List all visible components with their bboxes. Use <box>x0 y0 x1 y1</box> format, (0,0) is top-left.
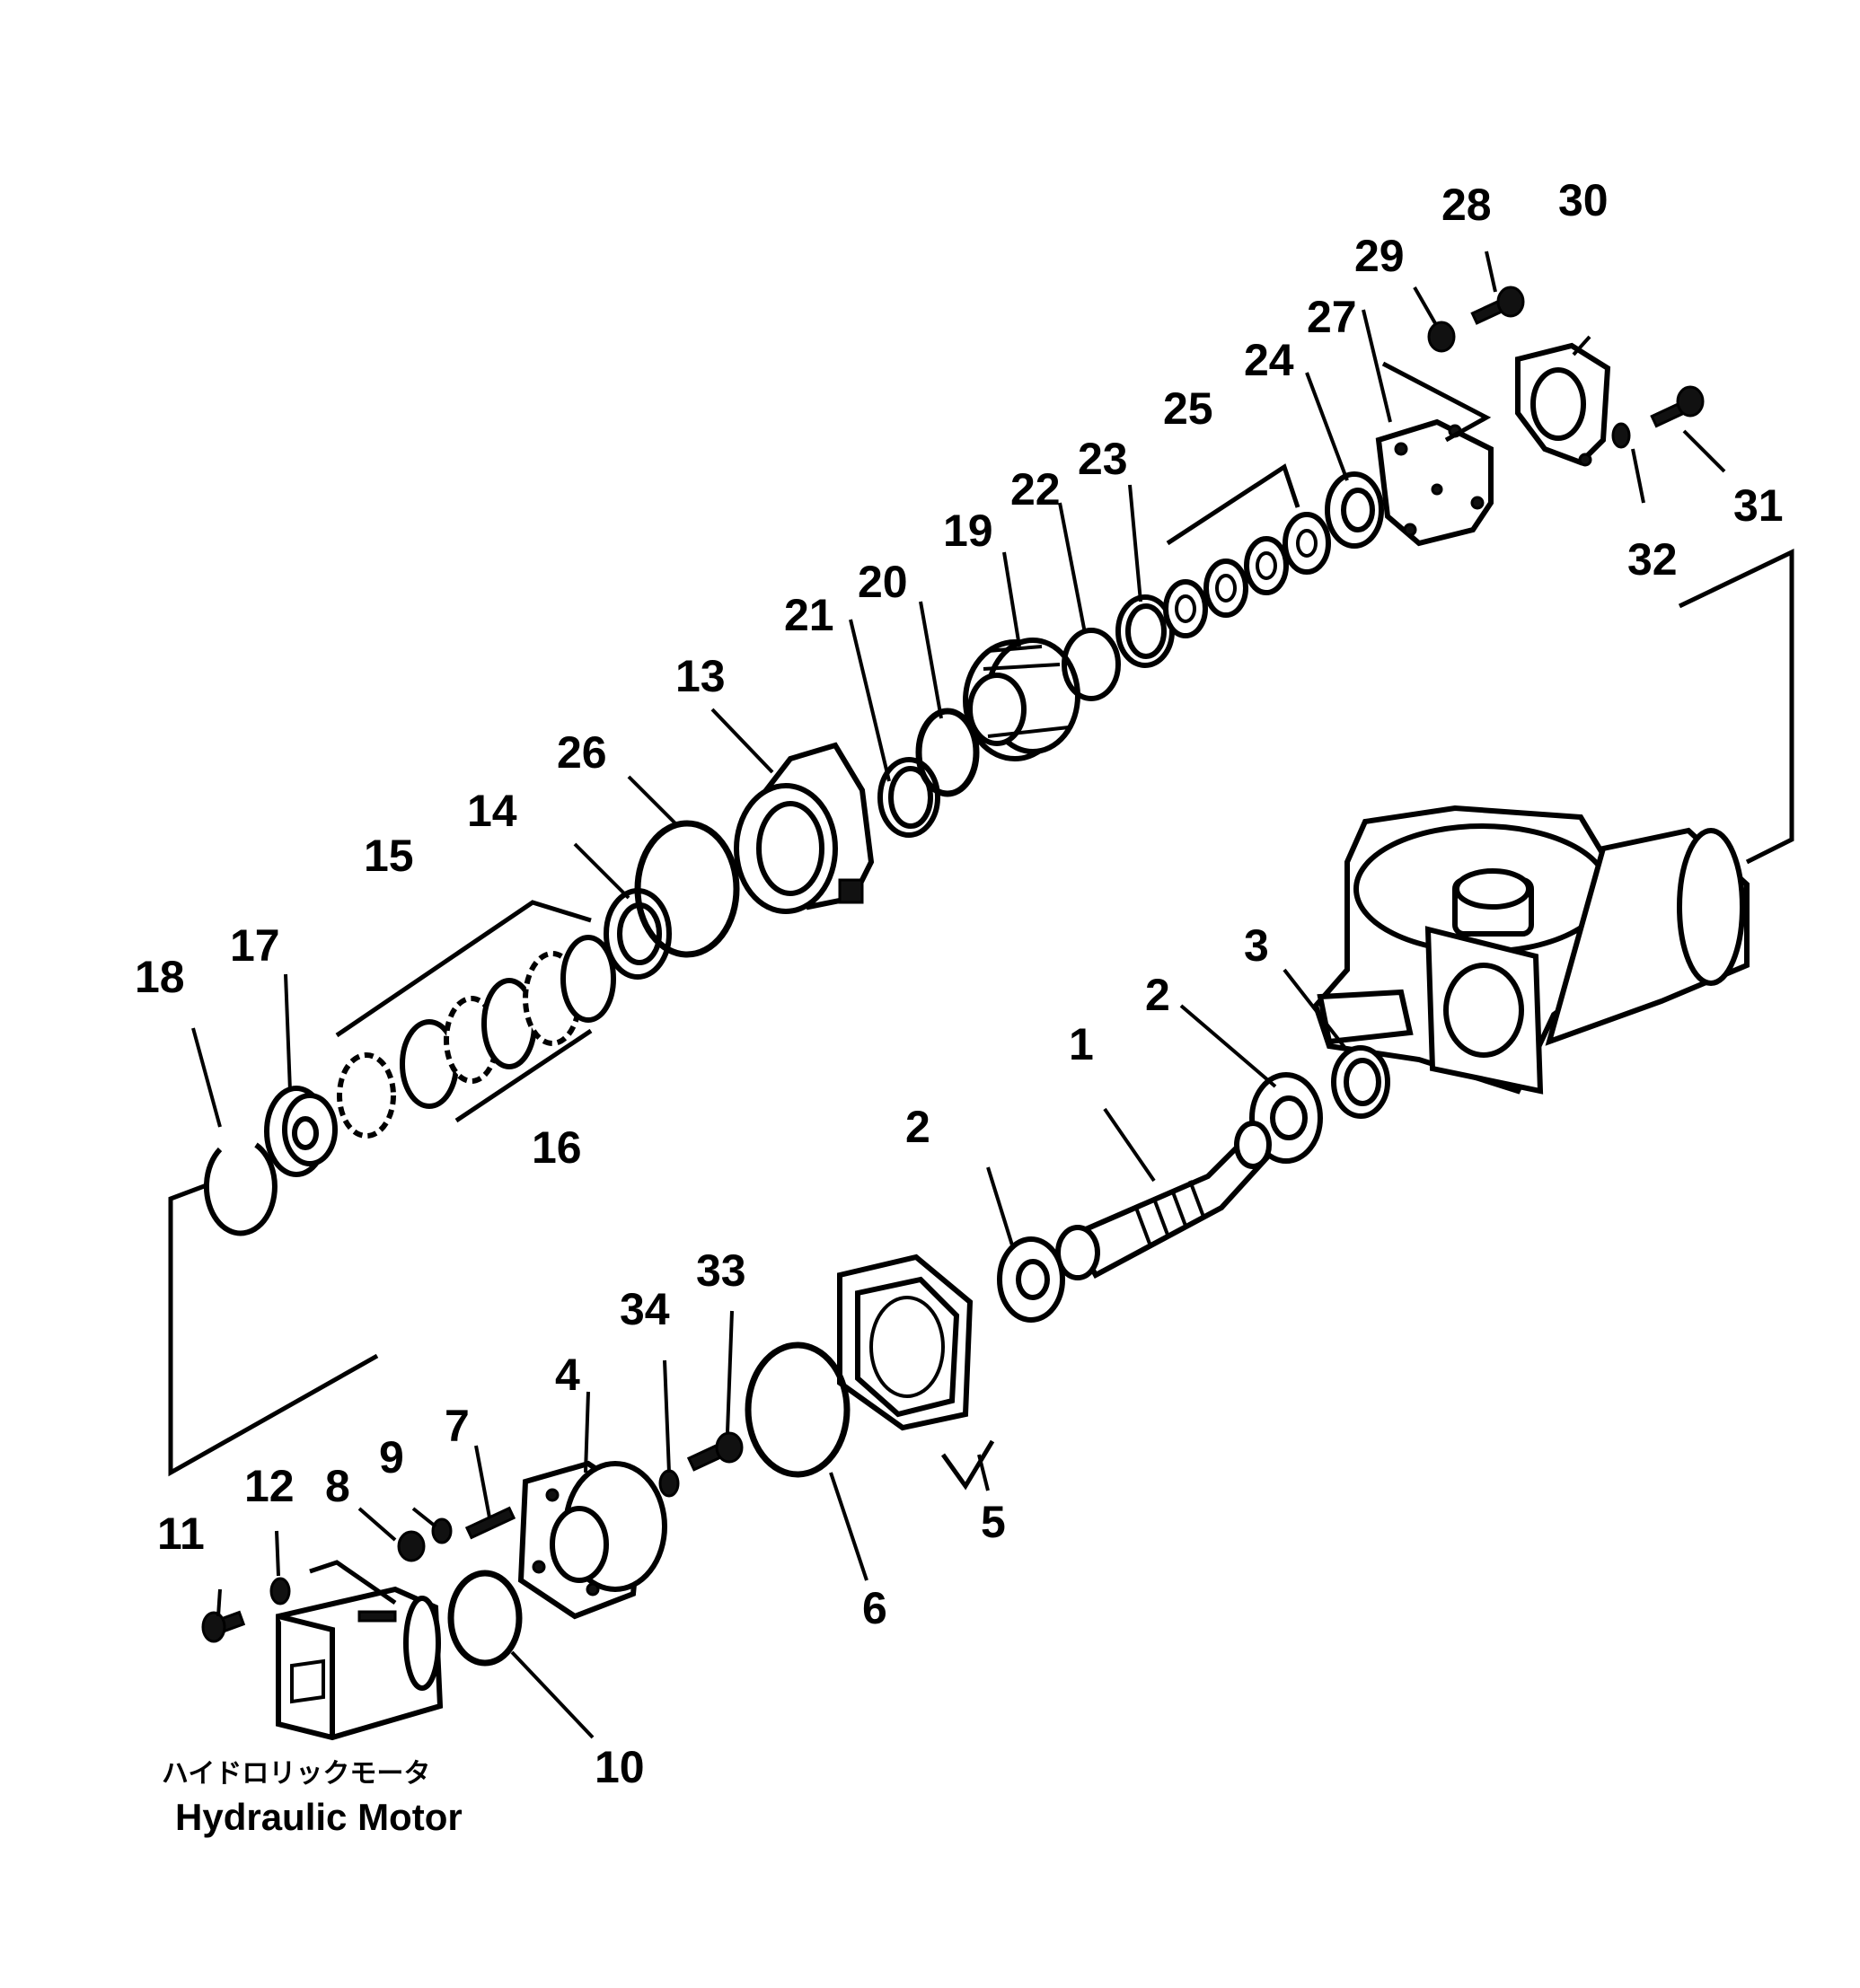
washer-12 <box>269 1577 291 1605</box>
snap-ring-20 <box>915 708 980 797</box>
washer-34 <box>658 1469 680 1498</box>
callout-2-lower: 2 <box>905 1102 930 1152</box>
bearing-14 <box>604 888 672 980</box>
callout-23: 23 <box>1078 434 1128 484</box>
plate-30 <box>1515 342 1611 467</box>
callout-2-upper: 2 <box>1145 970 1170 1020</box>
cover-27 <box>1375 418 1494 547</box>
callout-6: 6 <box>862 1583 887 1633</box>
o-ring-6 <box>745 1341 851 1478</box>
shim-set-5 <box>837 1253 974 1431</box>
bearing-2-lower <box>997 1236 1065 1323</box>
callout-25: 25 <box>1163 383 1213 434</box>
callout-3: 3 <box>1244 920 1269 971</box>
washer-9 <box>431 1517 453 1544</box>
washer-32 <box>1611 422 1631 449</box>
callout-22: 22 <box>1010 464 1061 515</box>
callout-31: 31 <box>1733 480 1784 531</box>
o-ring-10 <box>447 1570 523 1667</box>
bolt-28 <box>1470 286 1525 325</box>
piston-19 <box>963 638 1080 761</box>
clutch-hub-13 <box>734 742 875 914</box>
callout-11: 11 <box>157 1509 205 1559</box>
callout-26: 26 <box>557 727 607 778</box>
stud-7 <box>464 1506 516 1540</box>
gear-housing <box>1312 805 1750 1095</box>
callout-32: 32 <box>1627 534 1678 585</box>
callout-20: 20 <box>858 557 908 607</box>
bolt-11 <box>201 1610 246 1643</box>
bearing-3 <box>1331 1045 1390 1119</box>
caption-english: Hydraulic Motor <box>175 1796 463 1838</box>
worm-shaft-1 <box>1055 1121 1272 1280</box>
leader-lines <box>191 251 1726 1739</box>
bearing-17 <box>264 1086 338 1177</box>
callout-8: 8 <box>325 1461 350 1511</box>
callout-14: 14 <box>467 786 517 836</box>
callout-5: 5 <box>981 1497 1006 1547</box>
bolt-33 <box>686 1431 744 1472</box>
bearing-24 <box>1325 471 1384 549</box>
callout-17: 17 <box>230 920 280 971</box>
callout-30: 30 <box>1558 175 1609 225</box>
callout-16: 16 <box>532 1122 582 1173</box>
callout-29: 29 <box>1354 231 1405 281</box>
hydraulic-motor <box>276 1586 444 1741</box>
callout-7: 7 <box>445 1401 470 1451</box>
callout-10: 10 <box>595 1742 645 1792</box>
callout-4: 4 <box>555 1350 580 1400</box>
retaining-ring-18 <box>203 1142 278 1236</box>
bolt-31 <box>1650 385 1705 428</box>
flange-4 <box>517 1460 667 1620</box>
clutch-plates-15-16 <box>337 935 616 1139</box>
callout-13: 13 <box>675 651 726 701</box>
callout-labels: 1 2 3 2 4 5 6 7 8 9 10 11 12 13 14 15 16… <box>135 175 1784 1792</box>
nut-8 <box>397 1530 426 1562</box>
callout-1: 1 <box>1069 1019 1094 1069</box>
callout-24: 24 <box>1244 335 1294 385</box>
o-ring-26 <box>634 820 740 958</box>
callout-19: 19 <box>943 506 993 556</box>
callout-21: 21 <box>784 590 834 640</box>
callout-12: 12 <box>244 1461 295 1511</box>
connection-lines <box>168 361 1794 1605</box>
callout-15: 15 <box>364 831 414 881</box>
callout-33: 33 <box>696 1245 746 1296</box>
ring-23 <box>1115 594 1175 668</box>
callout-18: 18 <box>135 952 185 1002</box>
hydraulic-motor-caption: ハイドロリックモータ Hydraulic Motor <box>162 1758 463 1838</box>
callout-27: 27 <box>1307 292 1357 342</box>
callout-34: 34 <box>620 1284 670 1334</box>
ring-21 <box>877 757 940 838</box>
washer-29 <box>1427 321 1456 353</box>
callout-28: 28 <box>1441 180 1492 230</box>
seal-22 <box>1062 628 1121 701</box>
shims-25 <box>1163 512 1331 638</box>
caption-japanese: ハイドロリックモータ <box>162 1758 430 1790</box>
callout-9: 9 <box>379 1432 404 1482</box>
